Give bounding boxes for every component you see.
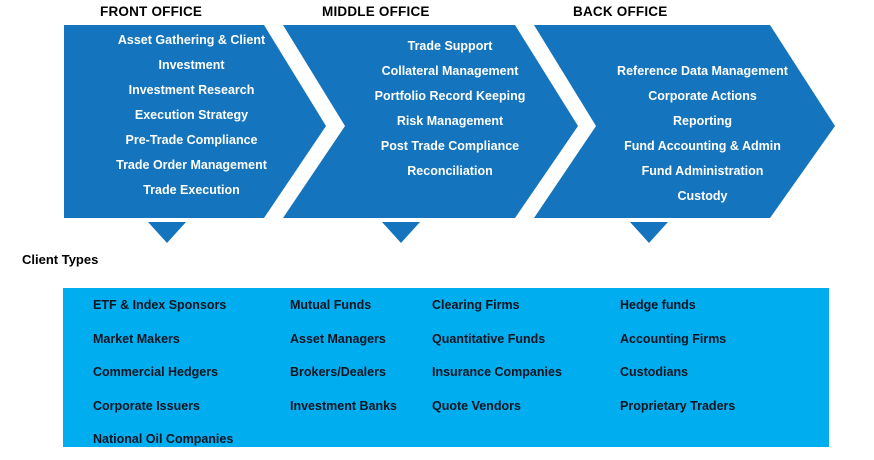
client-types-box: ETF & Index Sponsors Market Makers Comme… [63, 288, 829, 447]
client-type-item: Quote Vendors [432, 398, 521, 413]
client-type-item: Corporate Issuers [93, 398, 200, 413]
client-type-item: ETF & Index Sponsors [93, 298, 227, 312]
back-office-header: BACK OFFICE [573, 4, 668, 19]
middle-office-chevron [283, 25, 578, 218]
back-office-item: Reference Data Management [617, 64, 788, 78]
back-office-items: Reference Data Management Corporate Acti… [570, 59, 835, 209]
client-type-item: Clearing Firms [432, 298, 520, 312]
front-office-item: Trade Execution [143, 183, 240, 197]
client-type-item: Market Makers [93, 331, 180, 346]
front-office-item: Investment [158, 58, 225, 72]
middle-office-item: Portfolio Record Keeping [374, 89, 526, 103]
down-arrow-icon [382, 222, 420, 243]
client-type-item: Custodians [620, 365, 689, 379]
client-type-item: Quantitative Funds [432, 331, 546, 346]
back-office-chevron [534, 25, 835, 218]
middle-office-header: MIDDLE OFFICE [322, 4, 430, 19]
client-type-item: Mutual Funds [290, 298, 372, 312]
client-types-column: ETF & Index Sponsors Market Makers Comme… [93, 288, 233, 456]
client-types-label: Client Types [22, 252, 99, 267]
back-office-item: Custody [677, 189, 728, 203]
back-office-item: Reporting [672, 114, 733, 128]
client-types-column: Hedge funds Accounting Firms Custodians … [620, 288, 735, 422]
front-office-item: Asset Gathering & Client [117, 33, 266, 47]
process-arrow-band [0, 0, 874, 225]
client-type-item: Commercial Hedgers [93, 365, 219, 379]
client-type-item: Insurance Companies [432, 365, 562, 379]
middle-office-item: Reconciliation [407, 164, 493, 178]
front-office-item: Pre-Trade Compliance [125, 133, 258, 147]
middle-office-item: Collateral Management [381, 64, 519, 78]
front-office-item: Investment Research [128, 83, 255, 97]
front-office-items: Asset Gathering & Client Investment Inve… [64, 28, 319, 203]
client-type-item: Brokers/Dealers [290, 365, 386, 379]
client-types-column: Mutual Funds Asset Managers Brokers/Deal… [290, 288, 397, 422]
front-office-item: Trade Order Management [116, 158, 267, 172]
back-office-item: Fund Accounting & Admin [624, 139, 781, 153]
middle-office-item: Trade Support [407, 39, 493, 53]
back-office-item: Corporate Actions [648, 89, 757, 103]
down-arrow-icon [630, 222, 668, 243]
front-office-chevron [64, 25, 326, 218]
client-type-item: Proprietary Traders [620, 398, 736, 413]
front-office-item: Execution Strategy [134, 108, 249, 122]
client-type-item: Asset Managers [290, 331, 386, 346]
client-type-item: Hedge funds [620, 298, 696, 312]
client-types-column: Clearing Firms Quantitative Funds Insura… [432, 288, 562, 422]
middle-office-item: Post Trade Compliance [380, 139, 520, 153]
client-type-item: Investment Banks [290, 398, 397, 413]
client-type-item: Accounting Firms [620, 331, 727, 346]
back-office-item: Fund Administration [641, 164, 764, 178]
client-type-item: National Oil Companies [93, 432, 234, 446]
front-office-header: FRONT OFFICE [100, 4, 203, 19]
middle-office-items: Trade Support Collateral Management Port… [325, 34, 575, 184]
down-arrow-icon [148, 222, 186, 243]
middle-office-item: Risk Management [396, 114, 504, 128]
